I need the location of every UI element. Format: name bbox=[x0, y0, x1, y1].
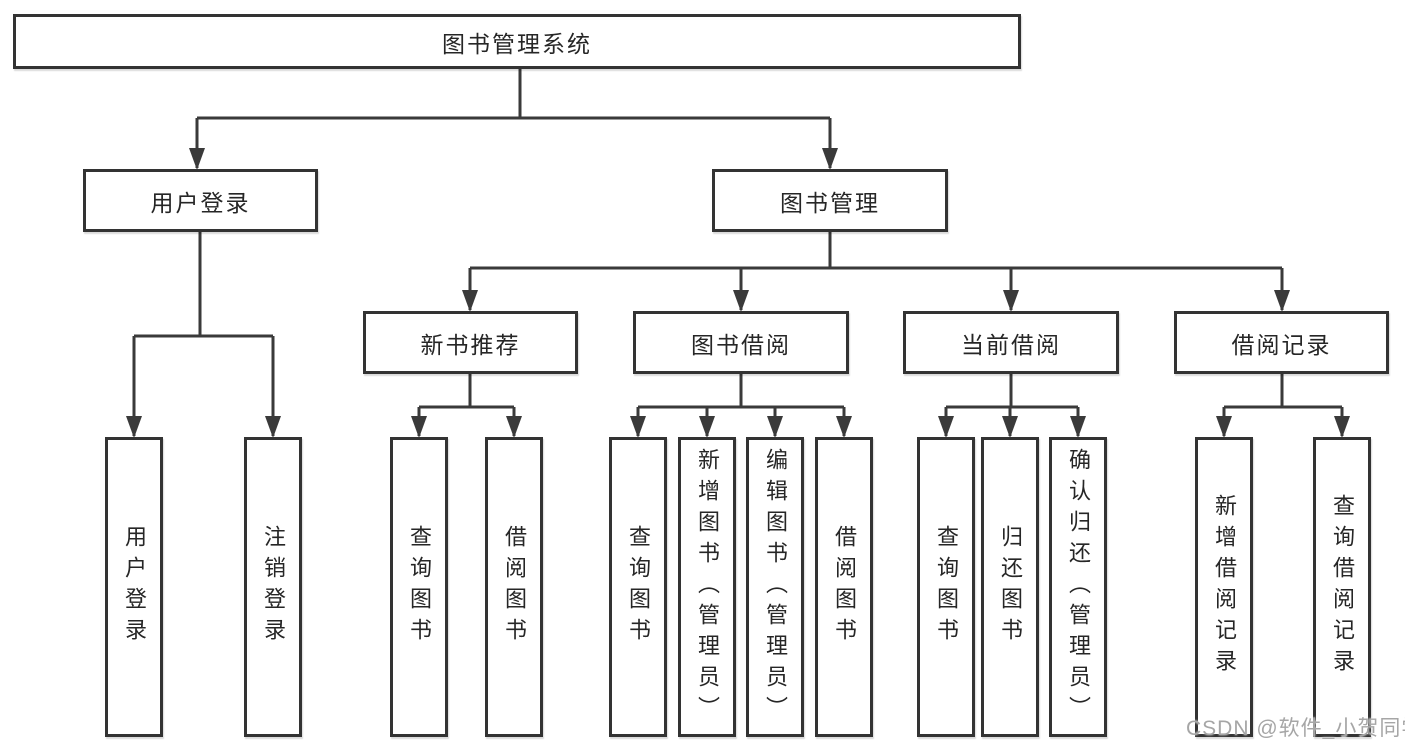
leaf-label: 确认归还（管理员） bbox=[1066, 447, 1091, 727]
leaf-borrow-books-newrec: 借阅图书 bbox=[485, 437, 543, 737]
leaf-label: 借阅图书 bbox=[832, 525, 857, 649]
connector-line bbox=[468, 232, 1284, 310]
node-label: 新书推荐 bbox=[420, 331, 521, 358]
node-current-borrowing: 当前借阅 bbox=[903, 311, 1119, 374]
leaf-label: 编辑图书（管理员） bbox=[763, 447, 788, 727]
arrowhead-icon bbox=[411, 416, 427, 438]
arrowhead-icon bbox=[733, 290, 749, 312]
leaf-return-books: 归还图书 bbox=[981, 437, 1039, 737]
connector-line bbox=[132, 232, 275, 436]
arrowhead-icon bbox=[699, 416, 715, 438]
leaf-query-books-newrec: 查询图书 bbox=[390, 437, 448, 737]
arrowhead-icon bbox=[630, 416, 646, 438]
leaf-label: 查询借阅记录 bbox=[1330, 494, 1355, 680]
connector-line bbox=[195, 67, 832, 168]
arrowhead-icon bbox=[836, 416, 852, 438]
node-label: 图书管理 bbox=[780, 189, 880, 216]
leaf-label: 查询图书 bbox=[626, 525, 651, 649]
leaf-add-books-admin: 新增图书（管理员） bbox=[678, 437, 736, 737]
leaf-query-borrow-record: 查询借阅记录 bbox=[1313, 437, 1371, 737]
leaf-edit-books-admin: 编辑图书（管理员） bbox=[746, 437, 804, 737]
leaf-label: 新增借阅记录 bbox=[1212, 494, 1237, 680]
arrowhead-icon bbox=[1216, 416, 1232, 438]
node-book-borrowing: 图书借阅 bbox=[633, 311, 849, 374]
connector-records-to-leaves bbox=[1216, 374, 1350, 438]
arrowhead-icon bbox=[1334, 416, 1350, 438]
node-label: 当前借阅 bbox=[961, 331, 1061, 358]
leaf-label: 归还图书 bbox=[998, 525, 1023, 649]
node-label: 借阅记录 bbox=[1231, 331, 1332, 358]
leaf-label: 借阅图书 bbox=[502, 525, 527, 649]
leaf-label: 查询图书 bbox=[407, 525, 432, 649]
arrowhead-icon bbox=[1274, 290, 1290, 312]
leaf-label: 新增图书（管理员） bbox=[695, 447, 720, 727]
leaf-confirm-return-admin: 确认归还（管理员） bbox=[1049, 437, 1107, 737]
arrowhead-icon bbox=[822, 148, 838, 170]
arrowhead-icon bbox=[938, 416, 954, 438]
connector-root-to-level2 bbox=[189, 67, 838, 170]
leaf-add-borrow-record: 新增借阅记录 bbox=[1195, 437, 1253, 737]
leaf-label: 注销登录 bbox=[261, 525, 286, 649]
connector-line bbox=[1222, 374, 1344, 436]
leaf-borrow-books: 借阅图书 bbox=[815, 437, 873, 737]
connector-current-to-leaves bbox=[938, 374, 1086, 438]
arrowhead-icon bbox=[767, 416, 783, 438]
node-label: 图书借阅 bbox=[691, 331, 791, 358]
node-label: 用户登录 bbox=[150, 189, 251, 216]
leaf-label: 用户登录 bbox=[122, 525, 147, 649]
csdn-watermark: CSDN @软件_小贺同学 bbox=[1186, 717, 1405, 740]
leaf-user-login: 用户登录 bbox=[105, 437, 163, 737]
node-new-book-recommend: 新书推荐 bbox=[363, 311, 578, 374]
arrowhead-icon bbox=[1002, 416, 1018, 438]
leaf-label: 查询图书 bbox=[934, 525, 959, 649]
arrowhead-icon bbox=[1003, 290, 1019, 312]
node-label: 图书管理系统 bbox=[442, 30, 592, 57]
node-library-management-system: 图书管理系统 bbox=[13, 14, 1021, 69]
node-user-login: 用户登录 bbox=[83, 169, 318, 232]
connector-newrec-to-leaves bbox=[411, 374, 522, 438]
connector-bookmgmt-to-level3 bbox=[462, 232, 1290, 312]
arrowhead-icon bbox=[265, 416, 281, 438]
arrowhead-icon bbox=[506, 416, 522, 438]
connector-line bbox=[636, 374, 846, 436]
connector-line bbox=[417, 374, 516, 436]
arrowhead-icon bbox=[126, 416, 142, 438]
leaf-logout: 注销登录 bbox=[244, 437, 302, 737]
connector-borrow-to-leaves bbox=[630, 374, 852, 438]
arrowhead-icon bbox=[189, 148, 205, 170]
leaf-query-books-borrow: 查询图书 bbox=[609, 437, 667, 737]
arrowhead-icon bbox=[462, 290, 478, 312]
node-borrowing-records: 借阅记录 bbox=[1174, 311, 1389, 374]
arrowhead-icon bbox=[1070, 416, 1086, 438]
leaf-query-books-current: 查询图书 bbox=[917, 437, 975, 737]
node-book-management: 图书管理 bbox=[712, 169, 948, 232]
connector-login-to-leaves bbox=[126, 232, 281, 438]
